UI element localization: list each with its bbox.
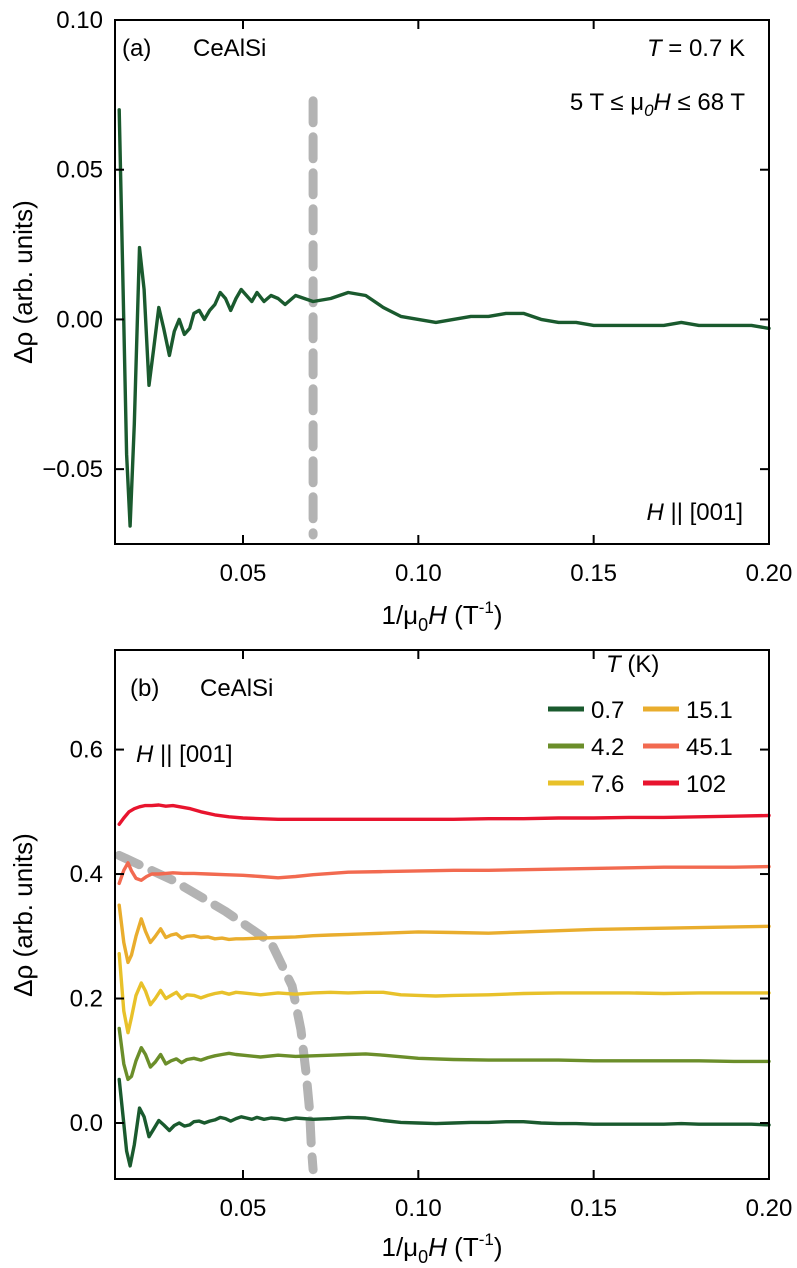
panel-b-material: CeAlSi [200,675,273,702]
panel-b-frame [114,649,770,1180]
panel-b-series-line-102 [117,803,771,826]
panel-a-x-tick-label: 0.10 [395,560,442,587]
panel-a-y-tick-label: 0.00 [56,306,103,333]
panel-a-x-tick-label: 0.05 [220,560,267,587]
panel-a-y-tick-label: 0.10 [56,7,103,34]
panel-b-series [117,803,771,1168]
legend-label-45.1: 45.1 [686,734,733,761]
legend-label-7.6: 7.6 [591,771,624,798]
panel-b-label: (b) [130,675,159,702]
panel-b-series-line-7.6 [117,952,771,1035]
panel-a-series [117,108,771,528]
panel-a-orientation: H || [001] [646,499,743,526]
panel-a-field-range: 5 T ≤ μ0H ≤ 68 T [570,89,745,120]
panel-a-y-tick-label: 0.05 [56,157,103,184]
panel-b-ticks: 0.05 0.10 0.15 0.20 0.0 0.2 0.4 0.6 [70,650,793,1222]
legend-title: T (K) [606,651,659,678]
panel-b-y-tick-label: 0.0 [70,1110,103,1137]
panel-a-x-tick-label: 0.20 [746,560,793,587]
legend: T (K) 0.7 4.2 7.6 15.1 45.1 102 [548,651,733,798]
panel-b-y-tick-label: 0.2 [70,986,103,1013]
panel-b-series-line-45.1 [117,861,771,886]
panel-a: 0.05 0.10 0.15 0.20 −0.05 0.00 0.05 0.10 (a) Ce… [8,7,792,635]
panel-b-x-tick-label: 0.05 [220,1195,267,1222]
panel-b-x-tick-label: 0.10 [395,1195,442,1222]
panel-b-orientation: H || [001] [136,741,233,768]
panel-a-x-axis-title: 1/μ0H (T-1) [381,598,502,635]
panel-a-x-tick-label: 0.15 [570,560,617,587]
panel-a-temperature: T = 0.7 K [647,35,745,62]
legend-items: 0.7 4.2 7.6 15.1 45.1 102 [548,697,733,798]
legend-label-4.2: 4.2 [591,734,624,761]
legend-label-15.1: 15.1 [686,697,733,724]
panel-b-x-tick-label: 0.20 [746,1195,793,1222]
legend-label-0.7: 0.7 [591,697,624,724]
panel-b-dashed-guide [114,850,318,1175]
panel-a-label: (a) [122,35,151,62]
panel-a-y-axis-title: Δρ (arb. units) [8,200,38,364]
panel-a-ticks: 0.05 0.10 0.15 0.20 −0.05 0.00 0.05 0.10 [42,7,792,587]
panel-a-frame [114,19,770,545]
panel-a-material: CeAlSi [193,35,266,62]
panel-b-x-tick-label: 0.15 [570,1195,617,1222]
panel-b-guides [114,850,318,1175]
legend-label-102: 102 [686,771,726,798]
panel-b-x-axis-title: 1/μ0H (T-1) [381,1230,502,1267]
panel-b-series-line-15.1 [117,903,771,965]
panel-b-y-tick-label: 0.6 [70,737,103,764]
panel-a-series-line-1 [117,108,771,528]
panel-b-series-line-4.2 [117,1026,771,1082]
panel-b-y-tick-label: 0.4 [70,861,103,888]
panel-b-y-axis-title: Δρ (arb. units) [8,833,38,997]
panel-a-y-tick-label: −0.05 [42,456,103,483]
panel-b-series-line-0.7 [117,1077,771,1168]
